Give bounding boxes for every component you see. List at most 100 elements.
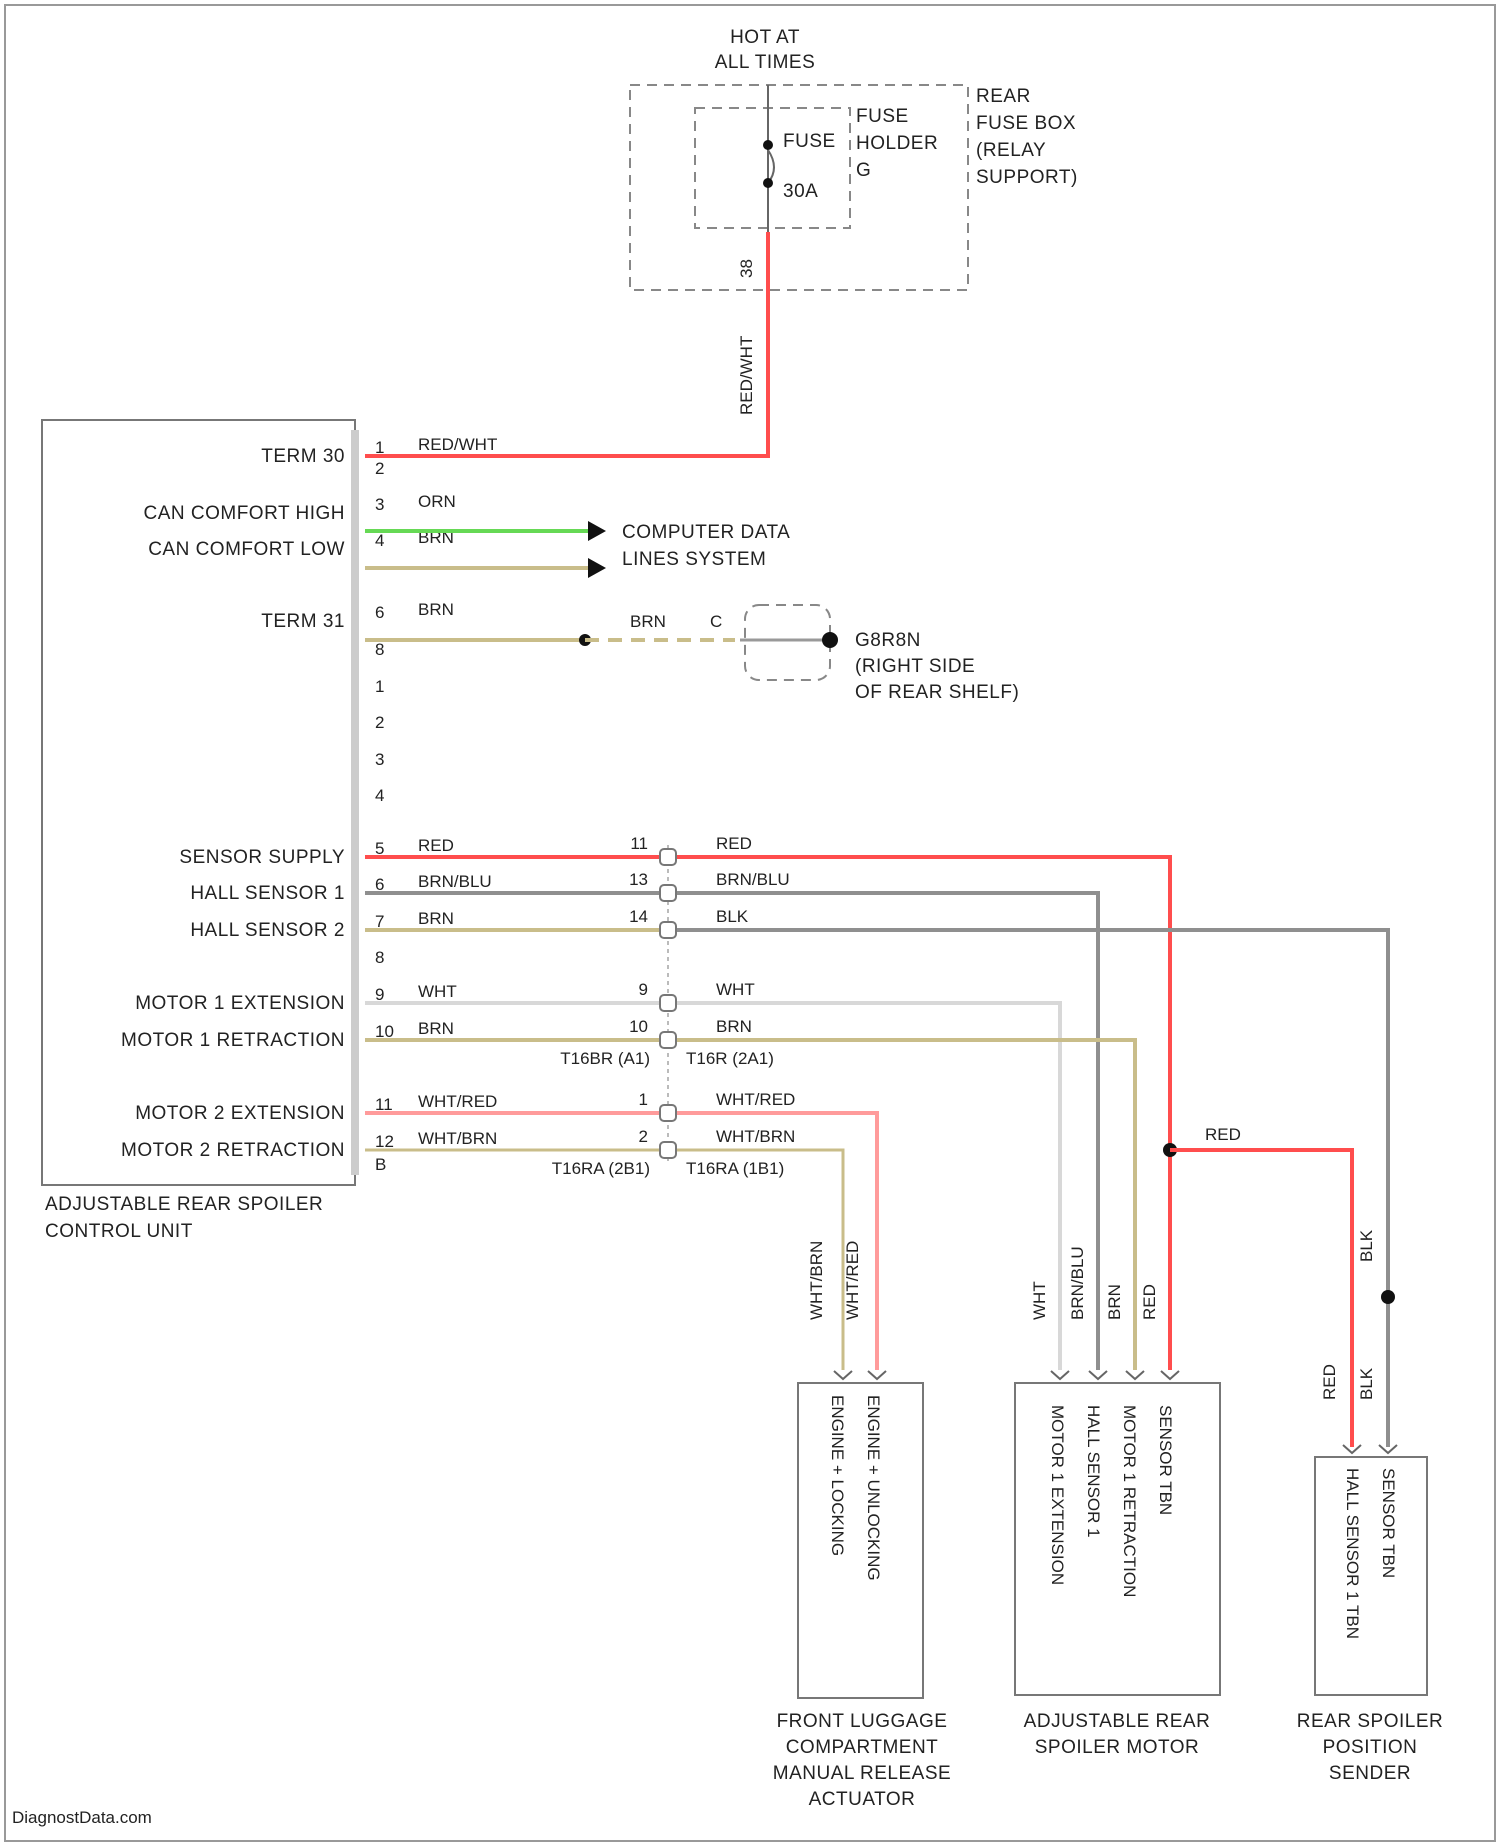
inline-connector-cavity <box>660 849 676 865</box>
fuse-terminal-bottom <box>763 178 773 188</box>
inline-connector-cavity <box>660 1142 676 1158</box>
control-unit-pin-label: MOTOR 1 RETRACTION <box>121 1030 345 1051</box>
control-unit-pin-label: TERM 31 <box>261 611 345 632</box>
motor-wire-labels: WHT BRN/BLU BRN RED <box>1030 1246 1159 1320</box>
actuator-name-line4: ACTUATOR <box>809 1789 916 1810</box>
inline-connector: 11RED13BRN/BLU14BLK9WHT10BRN1WHT/RED2WHT… <box>629 834 795 1158</box>
motor-name-line1: ADJUSTABLE REAR <box>1024 1711 1211 1732</box>
inline-connector-out-wire: WHT/BRN <box>716 1127 795 1146</box>
inline-conn-top-left: T16BR (A1) <box>560 1049 650 1068</box>
wire-hall-sensor-2-blk <box>668 930 1388 1447</box>
control-unit-pin-number: 3 <box>375 495 384 514</box>
sender-box <box>1315 1457 1427 1695</box>
inline-conn-bottom-left: T16RA (2B1) <box>552 1159 650 1178</box>
arrow-can-high <box>588 521 606 541</box>
inline-connector-pin: 13 <box>629 870 648 889</box>
fuse-holder-line2: HOLDER <box>856 133 938 154</box>
sender-ground-splice <box>1381 1290 1395 1304</box>
actuator-pin-2: ENGINE + UNLOCKING <box>864 1395 883 1581</box>
fuse-holder-line3: G <box>856 160 871 181</box>
control-unit-wire-color: WHT/RED <box>418 1092 497 1111</box>
control-unit-pin-label: MOTOR 2 EXTENSION <box>135 1103 345 1124</box>
inline-connector-out-wire: BLK <box>716 907 749 926</box>
control-unit-pin-number: 2 <box>375 459 384 478</box>
control-unit-box <box>42 420 355 1185</box>
connector-tick <box>834 1371 852 1379</box>
control-unit-pin-label: MOTOR 1 EXTENSION <box>135 993 345 1014</box>
wire-motor-2-retraction <box>365 1150 843 1370</box>
control-unit-name-line2: CONTROL UNIT <box>45 1221 193 1242</box>
fuse-label: FUSE <box>783 131 836 152</box>
connector-tick <box>1089 1371 1107 1379</box>
control-unit-pin-label: HALL SENSOR 1 <box>190 883 345 904</box>
feed-wire-color-vertical: RED/WHT <box>737 336 756 415</box>
fuse-box-line3: (RELAY <box>976 140 1046 161</box>
control-unit-pin-label: CAN COMFORT LOW <box>148 539 345 560</box>
motor-wire-1: WHT <box>1030 1281 1049 1320</box>
actuator-box <box>798 1383 923 1698</box>
inline-connector-out-wire: WHT/RED <box>716 1090 795 1109</box>
connector-tick <box>1126 1371 1144 1379</box>
watermark: DiagnostData.com <box>12 1808 152 1827</box>
connector-tick <box>1161 1371 1179 1379</box>
motor-wire-3: BRN <box>1105 1284 1124 1320</box>
inline-connector-cavity <box>660 1105 676 1121</box>
splice-wire-color: RED <box>1205 1125 1241 1144</box>
control-unit-pin-number: 2 <box>375 713 384 732</box>
control-unit-pin-number: 4 <box>375 786 384 805</box>
fuse-terminal-top <box>763 140 773 150</box>
wire-fuse-feed <box>365 232 768 456</box>
actuator-name-line3: MANUAL RELEASE <box>773 1763 951 1784</box>
sender-name-line2: POSITION <box>1323 1737 1418 1758</box>
sender-name-line3: SENDER <box>1329 1763 1411 1784</box>
inline-connector-cavity <box>660 885 676 901</box>
control-unit-name-line1: ADJUSTABLE REAR SPOILER <box>45 1194 323 1215</box>
actuator-name-line2: COMPARTMENT <box>786 1737 939 1758</box>
motor-box <box>1015 1383 1220 1695</box>
arrow-can-low <box>588 558 606 578</box>
control-unit-pin-label: CAN COMFORT HIGH <box>143 503 345 524</box>
inline-connector-out-wire: RED <box>716 834 752 853</box>
inline-connector-cavity <box>660 1032 676 1048</box>
motor-pin-3: MOTOR 1 RETRACTION <box>1120 1405 1139 1597</box>
inline-connector-pin: 2 <box>639 1127 648 1146</box>
fuse-box-line2: FUSE BOX <box>976 113 1076 134</box>
inline-connector-cavity <box>660 922 676 938</box>
control-unit-wire-color: WHT/BRN <box>418 1129 497 1148</box>
control-unit-wire-color: ORN <box>418 492 456 511</box>
ground-connector-pin: C <box>710 612 722 631</box>
control-unit-wire-color: BRN/BLU <box>418 872 492 891</box>
ground-point <box>822 632 838 648</box>
ground-wire-color: BRN <box>630 612 666 631</box>
control-unit-pin-label: HALL SENSOR 2 <box>190 920 345 941</box>
motor-pin-4: SENSOR TBN <box>1156 1405 1175 1515</box>
control-unit-pin-number: B <box>375 1155 386 1174</box>
control-unit-pin-label: TERM 30 <box>261 446 345 467</box>
inline-connector-out-wire: WHT <box>716 980 755 999</box>
inline-connector-pin: 1 <box>639 1090 648 1109</box>
sender-pin-1: HALL SENSOR 1 TBN <box>1343 1468 1362 1639</box>
actuator-wire-1: WHT/BRN <box>807 1241 826 1320</box>
control-unit-pin-number: 12 <box>375 1132 394 1151</box>
connector-tick <box>868 1371 886 1379</box>
sender-wire-2: BLK <box>1357 1367 1376 1400</box>
connector-tick <box>1051 1371 1069 1379</box>
motor-pin-2: HALL SENSOR 1 <box>1084 1405 1103 1538</box>
ground-name-line3: OF REAR SHELF) <box>855 682 1019 703</box>
inline-connector-out-wire: BRN/BLU <box>716 870 790 889</box>
sender-right-wire: BLK <box>1357 1229 1376 1262</box>
sender-pin-2: SENSOR TBN <box>1379 1468 1398 1578</box>
fuse-holder-line1: FUSE <box>856 106 909 127</box>
inline-connector-pin: 14 <box>629 907 648 926</box>
hot-at-label: HOT AT <box>730 27 800 48</box>
sender-name-line1: REAR SPOILER <box>1297 1711 1443 1732</box>
fuse-box-line1: REAR <box>976 86 1031 107</box>
control-unit-wire-color: BRN <box>418 600 454 619</box>
wire-sender-supply <box>1170 1150 1352 1447</box>
control-unit-pin-label: SENSOR SUPPLY <box>179 847 345 868</box>
control-unit-pin-number: 6 <box>375 603 384 622</box>
control-unit-wire-color: BRN <box>418 909 454 928</box>
all-times-label: ALL TIMES <box>715 52 816 73</box>
